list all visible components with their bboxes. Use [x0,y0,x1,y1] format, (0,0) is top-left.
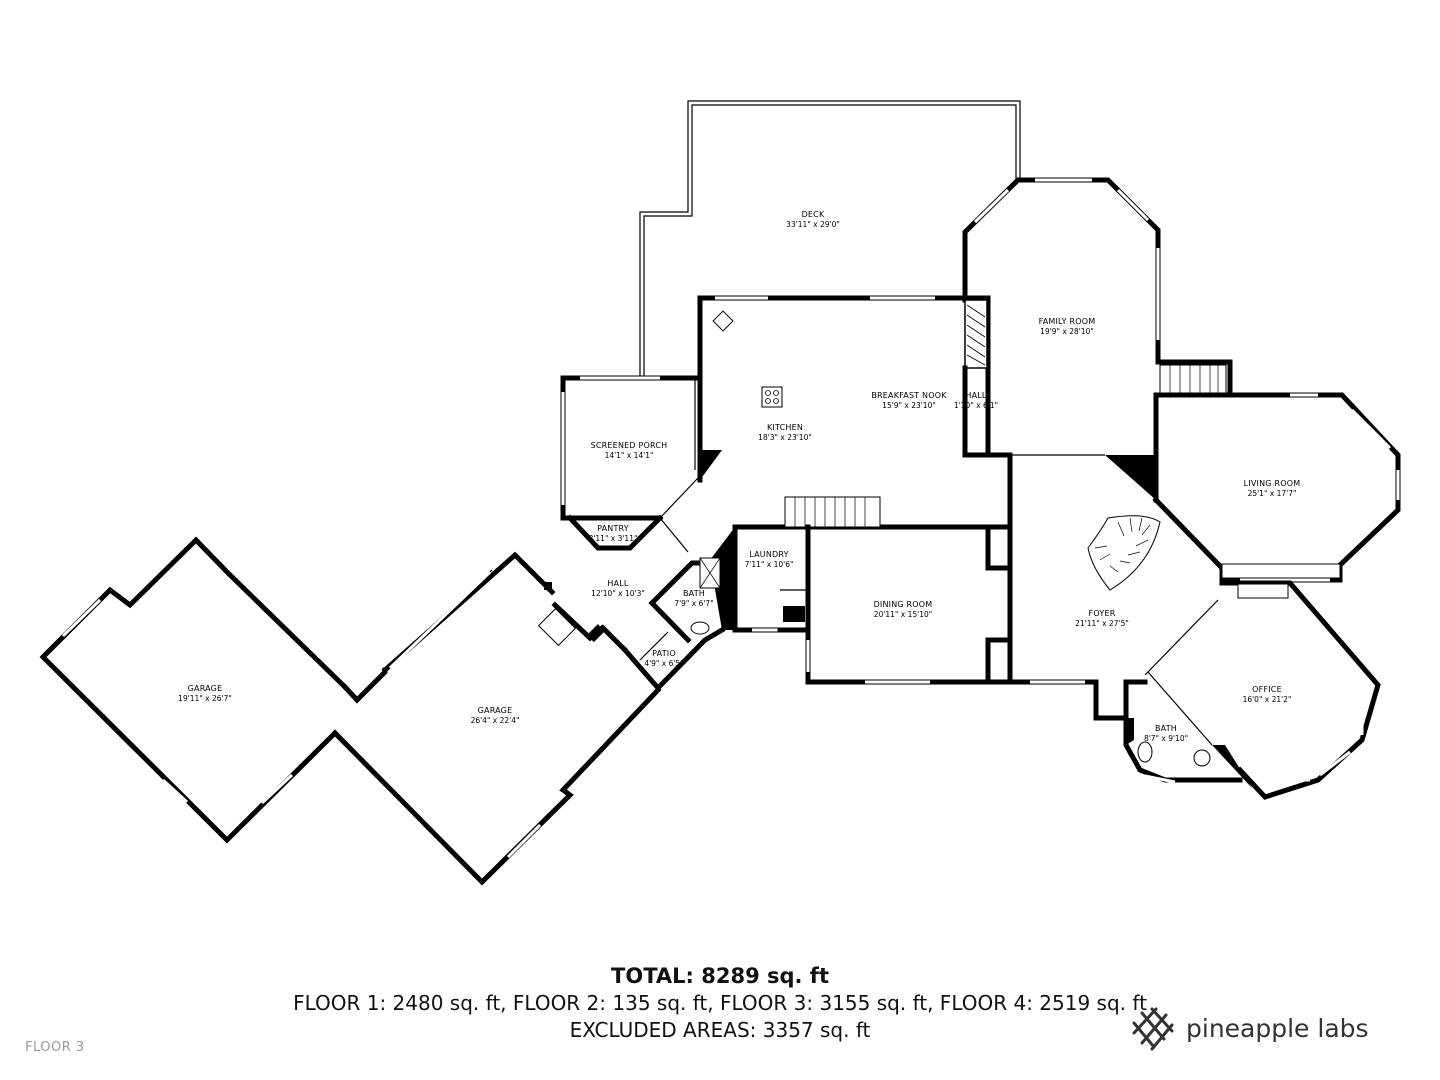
screened-porch-walls [560,375,698,521]
label-screened-porch: SCREENED PORCH [591,441,668,450]
dim-kitchen: 18'3" x 23'10" [758,433,812,442]
label-garage-right: GARAGE [478,706,513,715]
area-summary: TOTAL: 8289 sq. ft FLOOR 1: 2480 sq. ft,… [0,962,1440,1044]
cooktop-icon [761,386,783,408]
dim-bath-right: 8'7" x 9'10" [1144,734,1188,743]
label-small-hall: HALL [965,391,987,400]
deck [639,100,1021,380]
label-deck: DECK [802,210,825,219]
pineapple-lattice-logo-icon [1132,1007,1174,1051]
dim-hall: 12'10" x 10'3" [591,589,645,598]
label-foyer: FOYER [1089,609,1116,618]
dim-garage-left: 19'11" x 26'7" [178,694,232,703]
fireplace [964,299,988,369]
brand-logo: pineapple labs [1130,1005,1369,1051]
office-walls [1147,577,1381,800]
label-family-room: FAMILY ROOM [1039,317,1096,326]
label-kitchen: KITCHEN [767,423,803,432]
brand-name: pineapple labs [1186,1013,1369,1043]
dim-dining-room: 20'11" x 15'10" [874,610,932,619]
floor-label: FLOOR 3 [25,1040,85,1055]
dim-screened-porch: 14'1" x 14'1" [605,451,654,460]
bath-right-walls [1123,715,1243,784]
label-office: OFFICE [1252,685,1282,694]
curved-stair [1087,515,1161,591]
dim-breakfast-nook: 15'9" x 23'10" [882,401,936,410]
kitchen-walls [697,295,1105,685]
label-hall: HALL [607,579,629,588]
dim-garage-right: 26'4" x 22'4" [471,716,520,725]
floor-areas: FLOOR 1: 2480 sq. ft, FLOOR 2: 135 sq. f… [293,991,1147,1015]
label-bath-left: BATH [683,589,705,598]
dim-bath-left: 7'9" x 6'7" [674,599,713,608]
living-room-walls [1152,392,1401,583]
garage-left-walls [39,536,388,844]
dim-patio: 4'9" x 6'5" [644,659,683,668]
small-hall-walls [962,365,1013,458]
dim-family-room: 19'9" x 28'10" [1040,327,1094,336]
bath-left-walls [648,527,735,644]
family-room-stairs [1159,364,1227,396]
label-living-room: LIVING ROOM [1244,479,1301,488]
label-patio: PATIO [652,649,676,658]
pantry-walls [566,514,664,551]
label-pantry: PANTRY [597,524,629,533]
dim-small-hall: 1'10" x 6'1" [954,401,998,410]
label-breakfast-nook: BREAKFAST NOOK [871,391,947,400]
hall-stairs [537,607,577,647]
dim-office: 16'0" x 21'2" [1243,695,1292,704]
room-labels: DECK 33'11" x 29'0" FAMILY ROOM 19'9" x … [178,210,1300,743]
label-garage-left: GARAGE [188,684,223,693]
sink-icon [712,310,734,332]
laundry-walls [732,524,811,633]
patio-walls [621,626,726,692]
label-laundry: LAUNDRY [749,550,788,559]
hall-walls [551,477,699,654]
dim-foyer: 21'11" x 27'5" [1075,619,1129,628]
label-bath-right: BATH [1155,724,1177,733]
kitchen-stairs [784,496,881,528]
excluded-areas: EXCLUDED AREAS: 3357 sq. ft [569,1018,871,1042]
family-room-walls [962,177,1233,503]
garage-right-walls [331,551,662,886]
label-dining-room: DINING ROOM [874,600,933,609]
dim-laundry: 7'11" x 10'6" [745,560,794,569]
dim-deck: 33'11" x 29'0" [786,220,840,229]
total-area: TOTAL: 8289 sq. ft [611,964,829,988]
dining-room-walls [805,524,1013,685]
dim-pantry: 3'11" x 3'11" [589,534,638,543]
dim-living-room: 25'1" x 17'7" [1248,489,1297,498]
